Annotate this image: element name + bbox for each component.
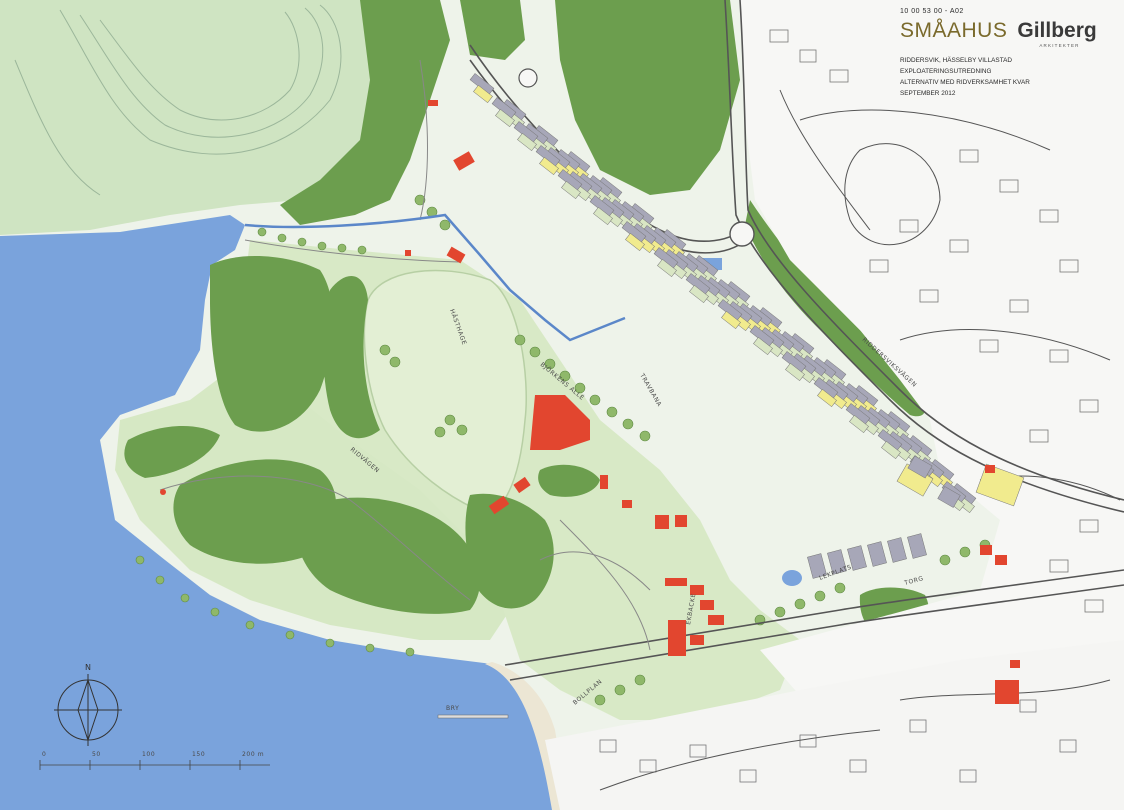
drawing-reference: 10 00 53 00 - A02 xyxy=(900,8,964,15)
courtyard xyxy=(721,310,741,330)
logos: SMÅAHUS Gillberg ARKITEKTER xyxy=(900,19,1118,48)
housing-block xyxy=(495,108,515,128)
courtyard xyxy=(473,84,493,104)
scale-bar xyxy=(39,760,270,770)
gillberg-logo-text: Gillberg xyxy=(1017,19,1097,42)
small-red-marker xyxy=(160,489,166,495)
housing-block xyxy=(827,549,847,575)
roundabout-north xyxy=(518,68,538,88)
svg-text:100: 100 xyxy=(142,751,155,758)
pond-south xyxy=(782,570,802,586)
housing-block xyxy=(593,206,613,226)
housing-block xyxy=(849,414,869,434)
existing-house-outlines xyxy=(599,29,1104,783)
pier xyxy=(437,714,509,719)
courtyard xyxy=(817,388,837,408)
gillberg-logo-sub: ARKITEKTER xyxy=(1039,43,1080,48)
forest-areas xyxy=(124,0,929,640)
pier-label: BRY xyxy=(446,705,459,712)
scale-bar-labels: 0 50 100 150 200 m xyxy=(42,751,264,758)
new-housing-blocks xyxy=(469,73,1025,579)
tree-dots xyxy=(135,194,991,706)
project-description: RIDDERSVIK, HÄSSELBY VILLASTAD EXPLOATER… xyxy=(900,55,1118,99)
svg-text:50: 50 xyxy=(92,751,101,758)
housing-block xyxy=(847,545,867,571)
housing-block xyxy=(867,541,887,567)
contour-lines xyxy=(14,4,342,196)
existing-residential-south xyxy=(545,640,1124,810)
title-block: 10 00 53 00 - A02 SMÅAHUS Gillberg ARKIT… xyxy=(900,8,1118,99)
smaahus-logo: SMÅAHUS xyxy=(900,19,1008,42)
north-west-meadow xyxy=(0,0,420,235)
housing-block xyxy=(561,180,581,200)
housing-block xyxy=(881,440,901,460)
project-date: SEPTEMBER 2012 xyxy=(900,90,956,97)
existing-residential-east xyxy=(740,0,1124,810)
housing-block xyxy=(907,533,927,559)
project-location: RIDDERSVIK, HÄSSELBY VILLASTAD xyxy=(900,57,1012,64)
courtyard xyxy=(975,463,1025,507)
courtyard xyxy=(539,156,559,176)
project-alternative: ALTERNATIV MED RIDVERKSAMHET KVAR xyxy=(900,79,1030,86)
housing-block xyxy=(807,553,827,579)
lake xyxy=(0,215,560,810)
beach xyxy=(485,662,570,810)
courtyard xyxy=(625,232,645,252)
housing-block xyxy=(753,336,773,356)
housing-block xyxy=(937,486,961,508)
housing-block xyxy=(907,455,933,479)
park-paths xyxy=(159,59,651,651)
svg-text:150: 150 xyxy=(192,751,205,758)
red-buildings xyxy=(405,100,1020,704)
canal xyxy=(244,213,626,342)
svg-text:0: 0 xyxy=(42,751,46,758)
gillberg-logo: Gillberg ARKITEKTER xyxy=(1017,19,1097,48)
north-label: N xyxy=(85,663,91,672)
housing-block xyxy=(517,132,537,152)
project-type: EXPLOATERINGSUTREDNING xyxy=(900,68,992,75)
housing-block xyxy=(657,258,677,278)
horse-pasture xyxy=(363,269,527,516)
north-arrow xyxy=(54,674,122,746)
housing-block xyxy=(689,284,709,304)
housing-block xyxy=(785,362,805,382)
housing-block xyxy=(887,537,907,563)
roundabout xyxy=(729,221,755,247)
svg-text:200 m: 200 m xyxy=(242,751,264,758)
